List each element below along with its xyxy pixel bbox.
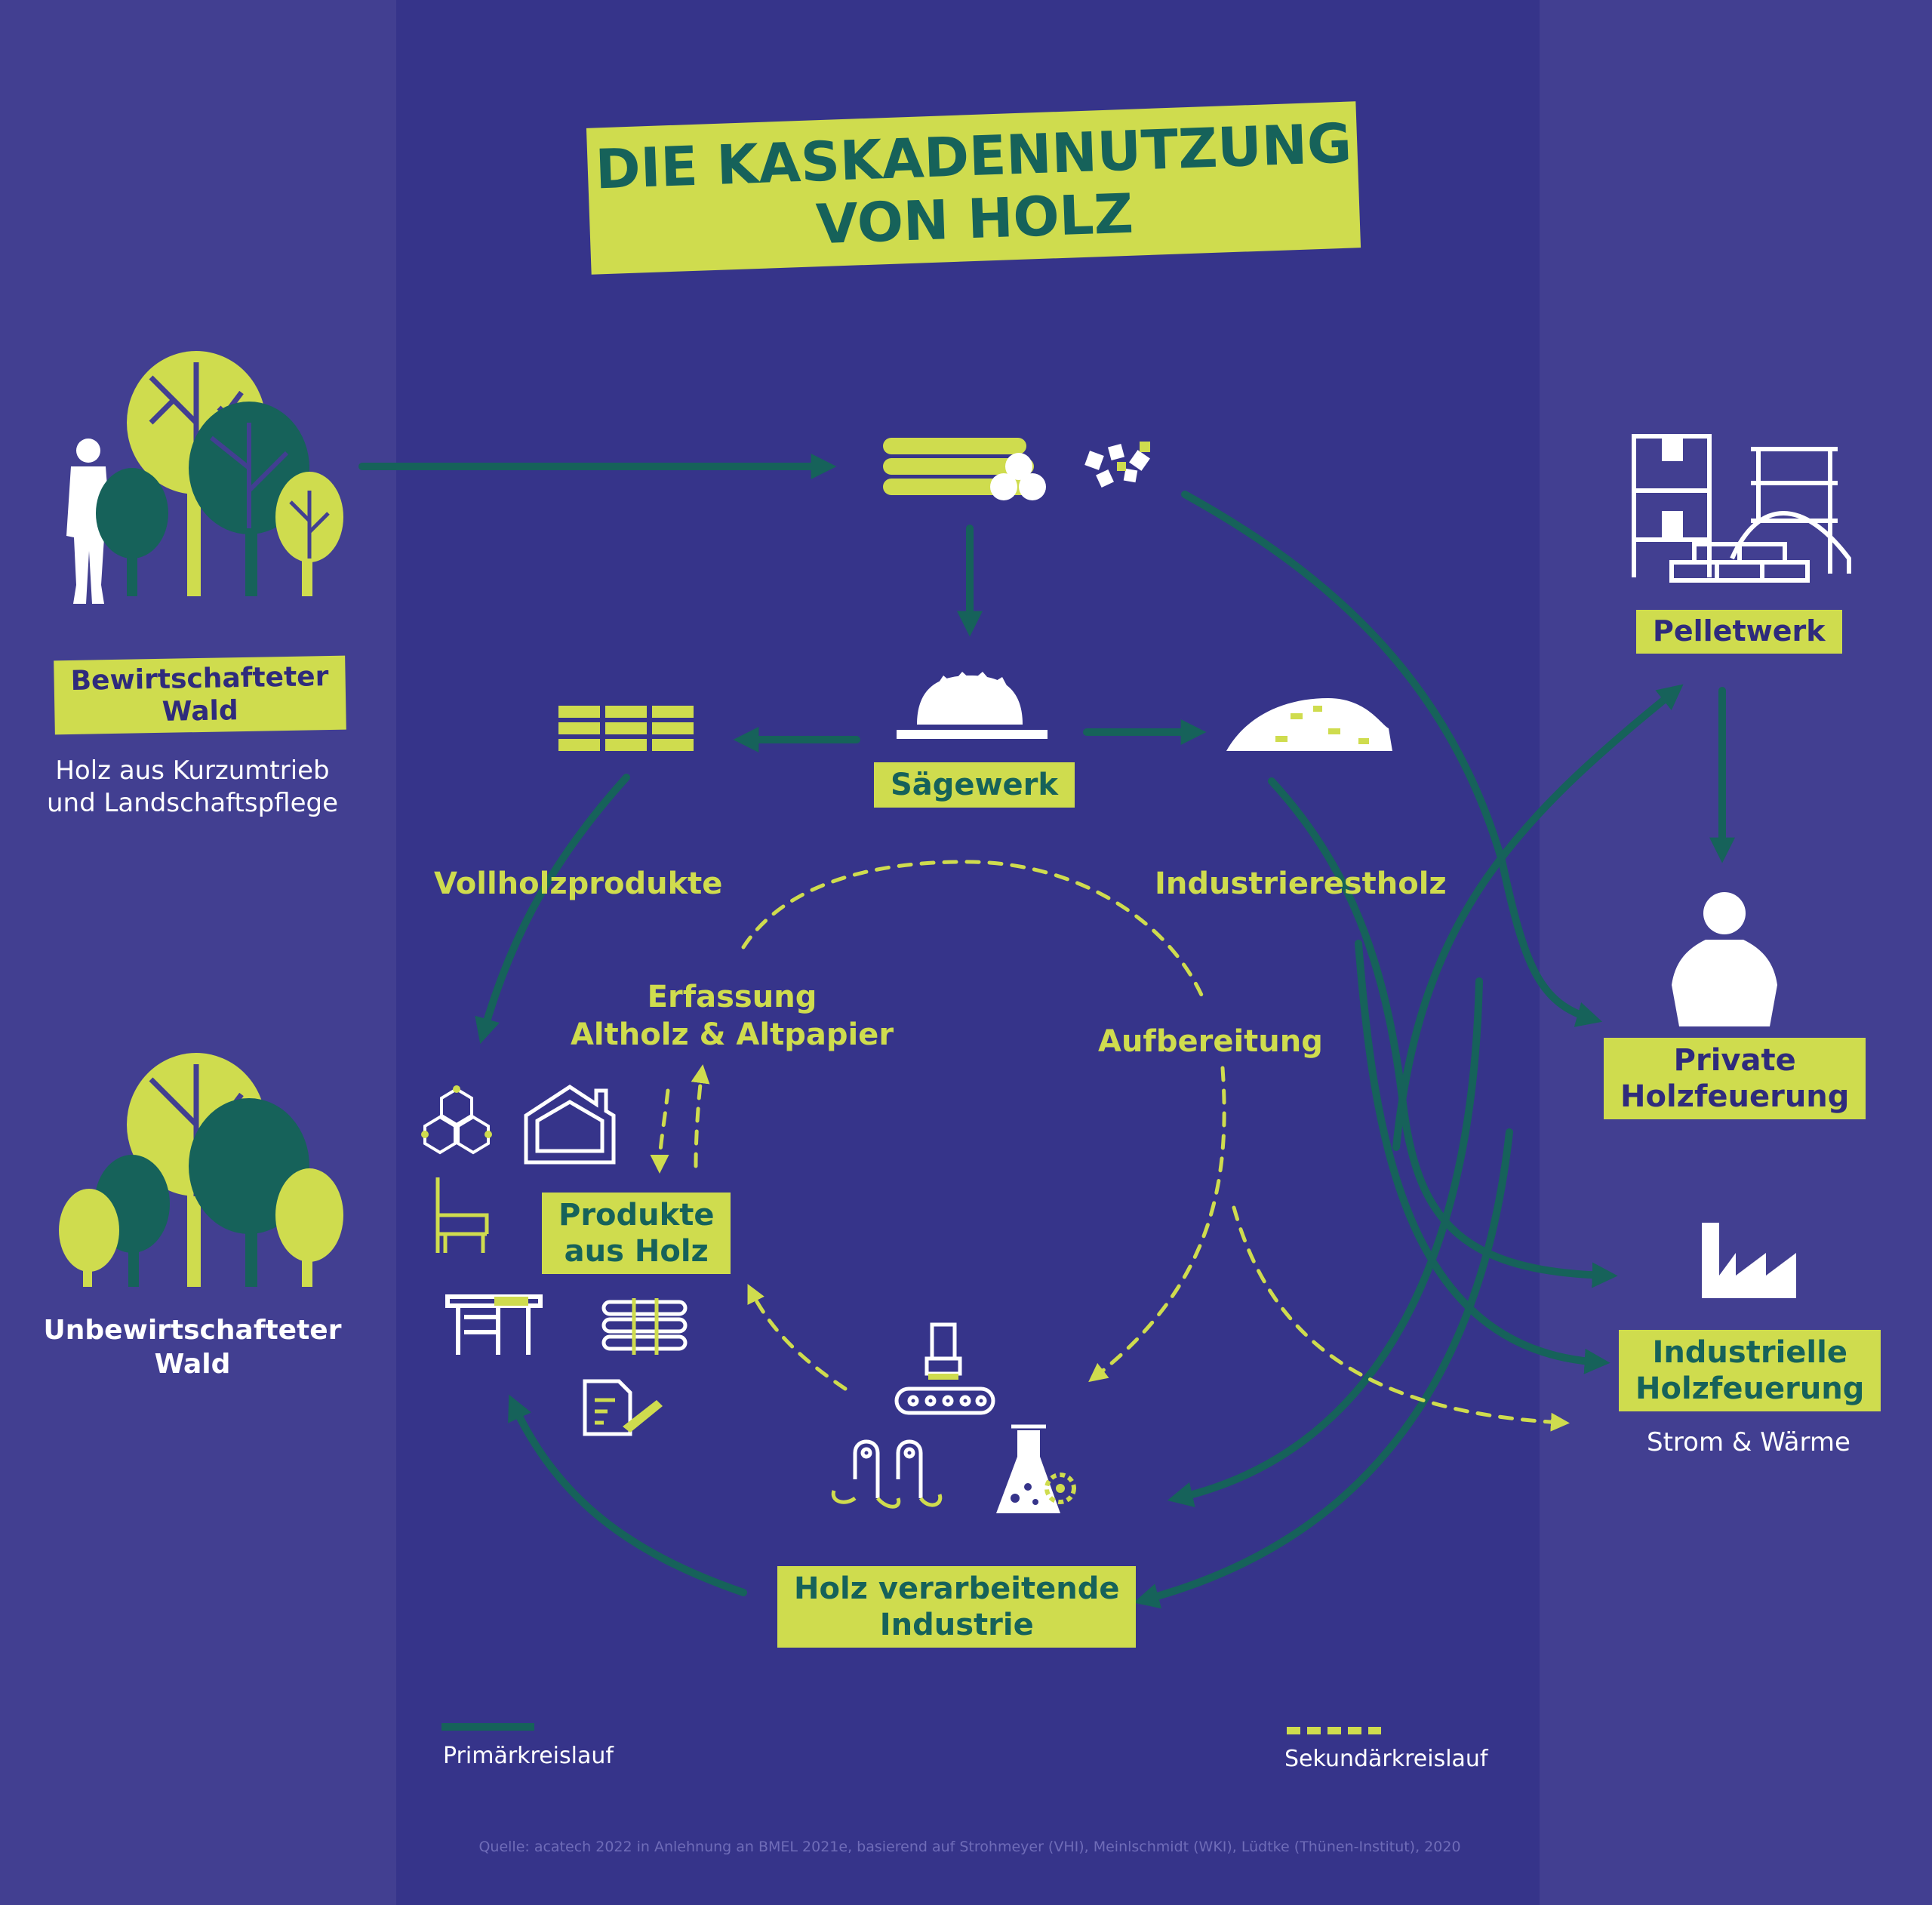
lab-flask-gear-icon <box>996 1424 1076 1513</box>
arrow-residue-to-pellet <box>1392 684 1684 1151</box>
arrow-solidwood-to-products <box>475 774 630 1045</box>
chair-icon <box>435 1177 489 1253</box>
press-machine-icon <box>894 1322 995 1415</box>
tree-dark-small-icon <box>96 468 168 596</box>
logs-icon <box>883 438 1046 500</box>
industrial-wood-firing-label: Industrielle Holzfeuerung <box>1619 1330 1881 1411</box>
honeycomb-molecule-icon <box>421 1085 492 1155</box>
wood-processing-industry-label: Holz verarbeitende Industrie <box>777 1566 1137 1648</box>
desk-icon <box>445 1294 543 1355</box>
sawmill-label: Sägewerk <box>874 762 1075 808</box>
industrial-residue-label: Industrierestholz <box>1155 866 1447 901</box>
arrow-residue-to-industry <box>1167 977 1483 1507</box>
paper-stack-icon <box>601 1298 688 1355</box>
source-note: Quelle: acatech 2022 in Anlehnung an BME… <box>478 1839 1461 1855</box>
rollers-icon <box>831 1439 943 1509</box>
industrial-firing-description: Strom & Wärme <box>1647 1427 1850 1457</box>
boards-icon <box>558 706 694 751</box>
factory-icon <box>1702 1223 1796 1298</box>
document-pen-icon <box>583 1379 663 1436</box>
pellet-plant-label: Pelletwerk <box>1636 610 1842 654</box>
arrow-industry-to-products <box>508 1394 747 1596</box>
house-icon <box>524 1085 616 1165</box>
unmanaged-forest-illustration <box>59 1053 343 1287</box>
dashed-industry-to-products <box>747 1284 848 1391</box>
wood-products-label: Produkte aus Holz <box>542 1193 731 1274</box>
page-title: DIE KASKADENNUTZUNG VON HOLZ <box>586 101 1361 275</box>
pellet-plant-icon <box>1632 434 1851 583</box>
dashed-arc-top <box>741 860 1206 1002</box>
sawmill-icon <box>897 672 1048 739</box>
person-bust-icon <box>1672 892 1777 1026</box>
sawdust-pile-icon <box>1226 698 1392 751</box>
dashed-processing-down <box>1088 1066 1226 1383</box>
legend-secondary-label: Sekundärkreislauf <box>1284 1746 1488 1772</box>
dashed-arrow-up-from-products <box>691 1064 710 1168</box>
arrow-chips-to-private-firing <box>1181 491 1603 1027</box>
arrow-residue-to-industry-2 <box>1133 1128 1513 1609</box>
private-wood-firing-label: Private Holzfeuerung <box>1604 1038 1866 1119</box>
managed-forest-illustration <box>66 351 343 604</box>
arrow-residue-to-industrial-firing-2 <box>1355 940 1611 1374</box>
processing-label: Aufbereitung <box>1098 1024 1323 1059</box>
solid-wood-products-label: Vollholzprodukte <box>434 866 723 901</box>
tree-light-small-icon <box>275 472 343 596</box>
tree-light-left-icon <box>59 1189 119 1287</box>
tree-light-right-icon <box>275 1168 343 1287</box>
dashed-to-industrial-firing <box>1232 1205 1570 1432</box>
collection-label: Erfassung Altholz & Altpapier <box>570 980 894 1052</box>
wood-chips-icon <box>1084 442 1150 488</box>
unmanaged-forest-label: Unbewirtschafteter Wald <box>43 1315 342 1380</box>
managed-forest-label: Bewirtschafteter Wald <box>54 655 346 735</box>
dashed-arrow-down-to-products <box>650 1088 670 1174</box>
legend-primary-label: Primärkreislauf <box>443 1743 614 1769</box>
managed-forest-description: Holz aus Kurzumtrieb und Landschaftspfle… <box>46 756 339 818</box>
